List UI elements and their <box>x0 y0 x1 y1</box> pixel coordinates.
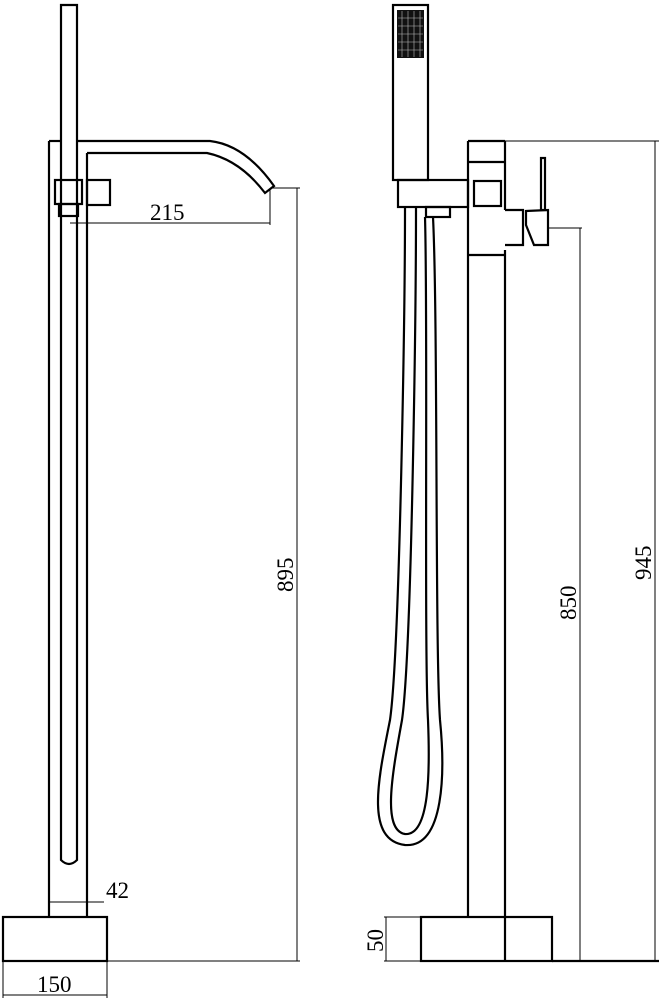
front-view: 215 895 42 150 <box>1 3 300 998</box>
dim-label-850: 850 <box>556 586 581 621</box>
shower-hose-inner <box>389 206 430 836</box>
side-base <box>419 915 554 963</box>
dim-label-895: 895 <box>273 558 298 593</box>
front-spout <box>77 139 276 195</box>
front-lever-box <box>85 178 112 207</box>
front-base <box>1 915 109 963</box>
dim-label-50: 50 <box>363 929 388 952</box>
lever-block <box>524 208 550 247</box>
dim-label-215: 215 <box>150 200 185 225</box>
dim-label-945: 945 <box>631 546 656 581</box>
side-cartridge <box>472 179 503 208</box>
side-view: 945 850 50 <box>363 3 659 963</box>
side-holder <box>396 178 470 209</box>
dim-label-42: 42 <box>106 878 129 903</box>
shower-hose-outer <box>376 206 444 847</box>
dim-label-150: 150 <box>37 972 72 997</box>
front-hand-shower-wand <box>59 3 79 866</box>
lever-handle <box>539 156 547 212</box>
